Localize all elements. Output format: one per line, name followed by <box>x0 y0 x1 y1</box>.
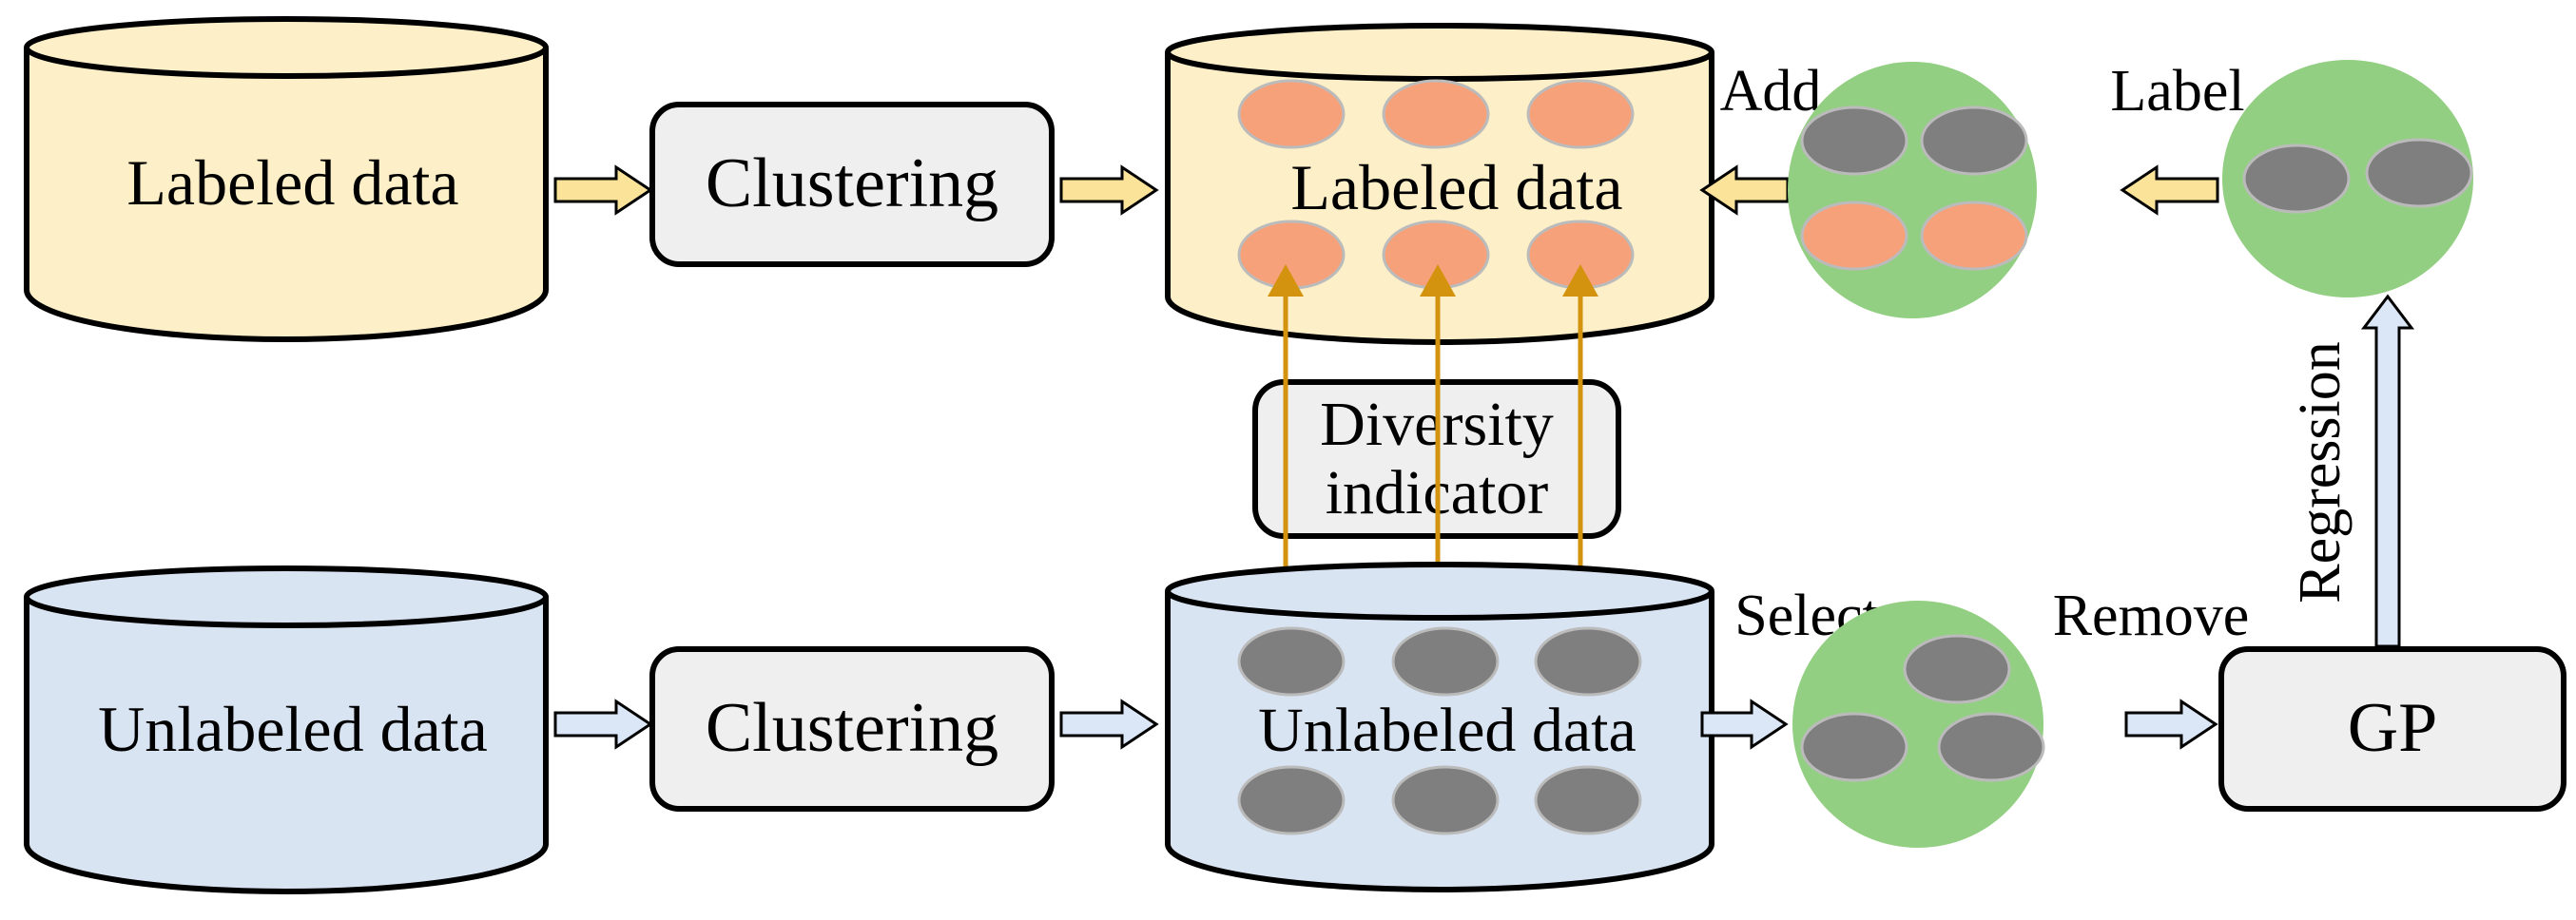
cluster-sample-dot <box>1937 712 2045 782</box>
arrow-label-to-cluster <box>2120 164 2219 216</box>
unlabeled-sample-dot <box>1391 765 1500 835</box>
arrow-clustering-to-labeled-pool <box>1059 164 1159 216</box>
arrow-remove-to-gp <box>2124 699 2218 750</box>
labeled-data-label: Labeled data <box>126 146 458 219</box>
gp-box: GP <box>2218 646 2566 812</box>
arrow-unlabeled-to-clustering <box>553 699 653 750</box>
arrow-labeled-to-clustering <box>553 164 653 216</box>
cluster-sample-dot <box>1920 201 2028 271</box>
clustering-bottom-label: Clustering <box>706 689 998 767</box>
labeled-cluster-ellipse <box>1788 62 2037 318</box>
selected-cluster-ellipse <box>1792 601 2045 848</box>
label-label: Label <box>2110 59 2244 124</box>
unlabeled-sample-dot <box>1237 765 1346 835</box>
arrowhead-icon <box>1268 264 1304 297</box>
remove-label: Remove <box>2053 584 2250 648</box>
cluster-sample-dot <box>2365 138 2473 208</box>
labeled-sample-dot <box>1237 79 1346 149</box>
arrow-clustering-to-unlabeled-pool <box>1059 699 1159 750</box>
clustering-top-label: Clustering <box>706 144 998 222</box>
unlabeled-data-pool-cylinder: Unlabeled data <box>1165 562 1714 892</box>
clustering-box-top: Clustering <box>649 102 1055 267</box>
unlabeled-sample-dot <box>1391 626 1500 697</box>
gp-label: GP <box>2348 689 2438 767</box>
unlabeled-data-label: Unlabeled data <box>98 693 488 765</box>
unlabeled-sample-dot <box>1534 626 1642 697</box>
labeled-sample-dot <box>1526 79 1635 149</box>
cluster-sample-dot <box>1800 201 1908 271</box>
cluster-sample-dot <box>2242 144 2351 214</box>
arrow-select <box>1700 699 1789 750</box>
unlabeled-sample-dot <box>1534 765 1642 835</box>
labeled-data-cylinder: Labeled data <box>24 16 549 342</box>
arrowhead-icon <box>1562 264 1598 297</box>
unlabeled-pool-label: Unlabeled data <box>1258 696 1637 765</box>
cluster-sample-dot <box>1800 712 1908 782</box>
regression-label: Regression <box>2288 341 2353 604</box>
cluster-sample-dot <box>1920 105 2028 176</box>
unlabeled-data-cylinder: Unlabeled data <box>24 565 549 894</box>
arrowhead-icon <box>1420 264 1456 297</box>
arrow-regression <box>2360 294 2415 648</box>
add-label: Add <box>1720 59 1822 124</box>
clustering-box-bottom: Clustering <box>649 646 1055 812</box>
predicted-cluster-ellipse <box>2222 60 2473 297</box>
arrow-add-to-labeled-pool <box>1699 164 1790 216</box>
unlabeled-sample-dot <box>1237 626 1346 697</box>
labeled-pool-label: Labeled data <box>1290 151 1622 223</box>
cluster-sample-dot <box>1800 105 1908 176</box>
cluster-sample-dot <box>1903 634 2011 704</box>
labeled-sample-dot <box>1382 79 1490 149</box>
